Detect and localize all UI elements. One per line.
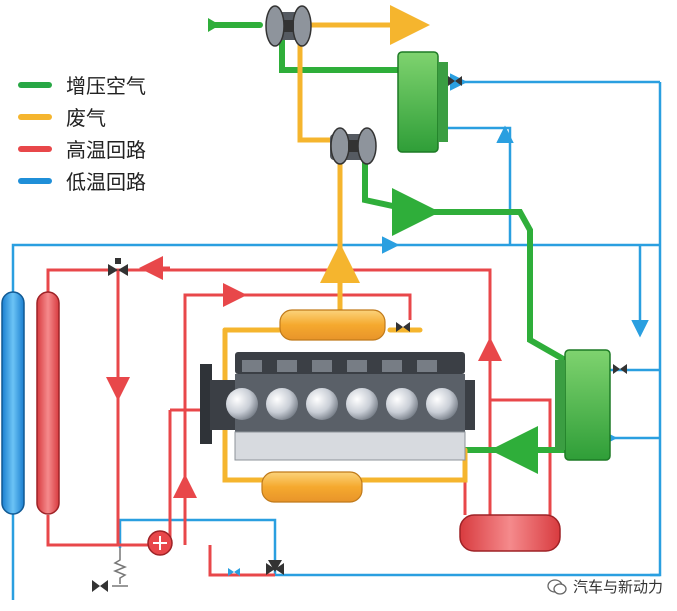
upper-exhaust-cooler — [279, 309, 386, 341]
valve-intercooler-bottom — [613, 364, 627, 374]
legend-label: 废气 — [66, 106, 106, 130]
high-temp-radiator — [36, 291, 60, 515]
lower-intercooler — [555, 349, 611, 461]
engine-cylinders — [226, 388, 458, 420]
valve-bottom-small — [228, 568, 240, 576]
valve-exhaust-cooler — [396, 322, 410, 332]
legend-item-high-temp: 高温回路 — [18, 134, 146, 163]
low-pressure-turbocharger — [330, 127, 377, 165]
lower-exhaust-cooler — [261, 471, 363, 503]
low-temp-radiator — [1, 291, 25, 515]
high-pressure-turbocharger — [265, 5, 312, 47]
valve-bottom-left — [92, 580, 108, 592]
watermark: 汽车与新动力 — [547, 576, 663, 597]
coolant-pump — [147, 530, 173, 556]
coolant-tank — [459, 514, 561, 552]
legend-swatch — [18, 145, 52, 152]
wechat-icon — [547, 578, 567, 595]
legend-item-charge-air: 增压空气 — [18, 70, 146, 99]
legend-label: 增压空气 — [66, 74, 146, 98]
legend-swatch — [18, 81, 52, 88]
charge-air-inlet-arrow — [208, 18, 220, 32]
valve-bottom-center — [266, 560, 284, 575]
legend-label: 高温回路 — [66, 138, 146, 162]
legend-label: 低温回路 — [66, 170, 146, 194]
legend-swatch — [18, 177, 52, 184]
valve-intercooler-top — [448, 76, 462, 86]
thermostat-valve-top — [108, 258, 128, 276]
legend-item-exhaust: 废气 — [18, 102, 106, 131]
legend-item-low-temp: 低温回路 — [18, 166, 146, 195]
upper-intercooler — [397, 51, 448, 153]
watermark-text: 汽车与新动力 — [572, 578, 663, 596]
pressure-spring — [112, 548, 128, 587]
legend-swatch — [18, 113, 52, 120]
